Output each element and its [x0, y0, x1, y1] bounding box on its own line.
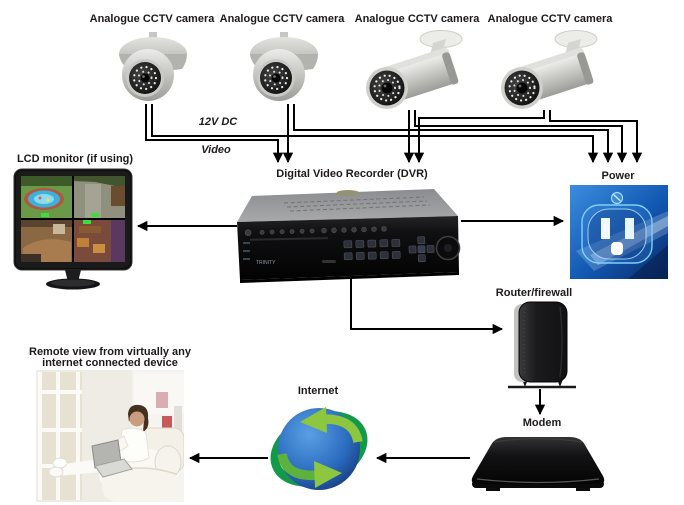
modem-label: Modem [522, 417, 562, 429]
power-outlet-icon [570, 185, 668, 279]
router-icon [508, 301, 576, 389]
dvr-unit: TRINITY [226, 184, 466, 288]
lcd-monitor-icon [13, 168, 133, 290]
camera4-label: Analogue CCTV camera [487, 13, 613, 25]
bullet-camera-icon [366, 30, 463, 109]
bullet-camera-icon [501, 30, 598, 109]
globe-icon [270, 407, 368, 490]
wire-power-label: 12V DC [198, 116, 238, 128]
camera2-label: Analogue CCTV camera [219, 13, 345, 25]
wire-camera3-power [414, 110, 628, 164]
router-firewall [500, 300, 580, 392]
wire-camera4-power [549, 110, 643, 164]
internet-label: Internet [297, 385, 339, 397]
wire-video-label: Video [201, 144, 231, 156]
remote-view-label: Remote view from virtually any internet … [29, 347, 191, 368]
wire-camera2-power [293, 104, 614, 164]
camera3-label: Analogue CCTV camera [354, 13, 480, 25]
camera1-dome [112, 27, 194, 107]
camera3-bullet [358, 26, 470, 114]
camera1-label: Analogue CCTV camera [89, 13, 215, 25]
camera2-dome [243, 27, 325, 107]
dvr-icon: TRINITY [237, 189, 461, 283]
remote-view-label-line2: internet connected device [42, 356, 178, 369]
lcd-monitor [13, 168, 133, 292]
power-outlet [568, 183, 670, 281]
dome-camera-icon [119, 32, 187, 101]
modem [464, 430, 612, 494]
dome-camera-icon [250, 32, 318, 101]
dvr-brand-text: TRINITY [256, 260, 276, 266]
remote-view-label-line1: Remote view from virtually any [29, 346, 191, 358]
wire-camera1-power [151, 104, 599, 164]
power-label: Power [601, 170, 635, 182]
remote-view-photo [36, 370, 184, 502]
internet-globe [270, 398, 370, 498]
dvr-label: Digital Video Recorder (DVR) [276, 168, 428, 180]
monitor-label: LCD monitor (if using) [16, 153, 134, 165]
wire-camera1-video [145, 104, 284, 164]
wire-camera4-video [413, 110, 545, 164]
modem-icon [471, 437, 605, 491]
camera4-bullet [493, 26, 605, 114]
arrow-dvr-to-router [350, 277, 504, 335]
person-with-laptop-image [36, 370, 184, 502]
router-label: Router/firewall [495, 287, 573, 299]
